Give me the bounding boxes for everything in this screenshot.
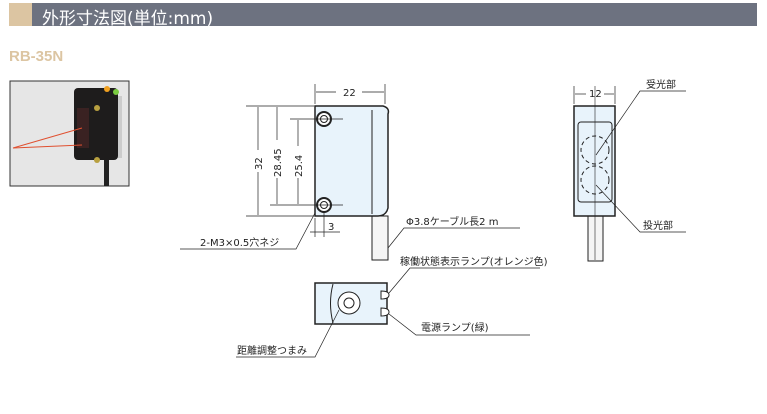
knob-label: 距離調整つまみ xyxy=(237,344,307,357)
hole-offset-dimension: 3 xyxy=(328,222,334,233)
height-dimension: 32 xyxy=(254,157,265,170)
header-accent xyxy=(9,3,32,26)
emitter-label: 投光部 xyxy=(643,219,673,232)
section-title: 外形寸法図(単位:mm) xyxy=(42,9,214,29)
product-photo xyxy=(9,80,130,187)
section-header: 外形寸法図(単位:mm) xyxy=(32,3,757,29)
hole-pitch-outer-dimension: 28.45 xyxy=(273,148,284,177)
status-lamp-label: 稼働状態表示ランプ(オレンジ色) xyxy=(400,255,548,268)
receiver-label: 受光部 xyxy=(646,78,676,91)
front-view xyxy=(180,84,520,261)
side-width-dimension: 12 xyxy=(589,89,602,100)
cable-label: Φ3.8ケーブル長2 m xyxy=(406,215,498,228)
bottom-view xyxy=(236,267,540,358)
width-dimension: 22 xyxy=(343,88,356,99)
model-name: RB-35N xyxy=(9,48,64,65)
hole-label: 2-M3×0.5穴ネジ xyxy=(200,236,279,249)
hole-pitch-dimension: 25.4 xyxy=(294,155,305,177)
power-lamp-label: 電源ランプ(緑) xyxy=(421,321,489,334)
side-view xyxy=(573,86,686,262)
